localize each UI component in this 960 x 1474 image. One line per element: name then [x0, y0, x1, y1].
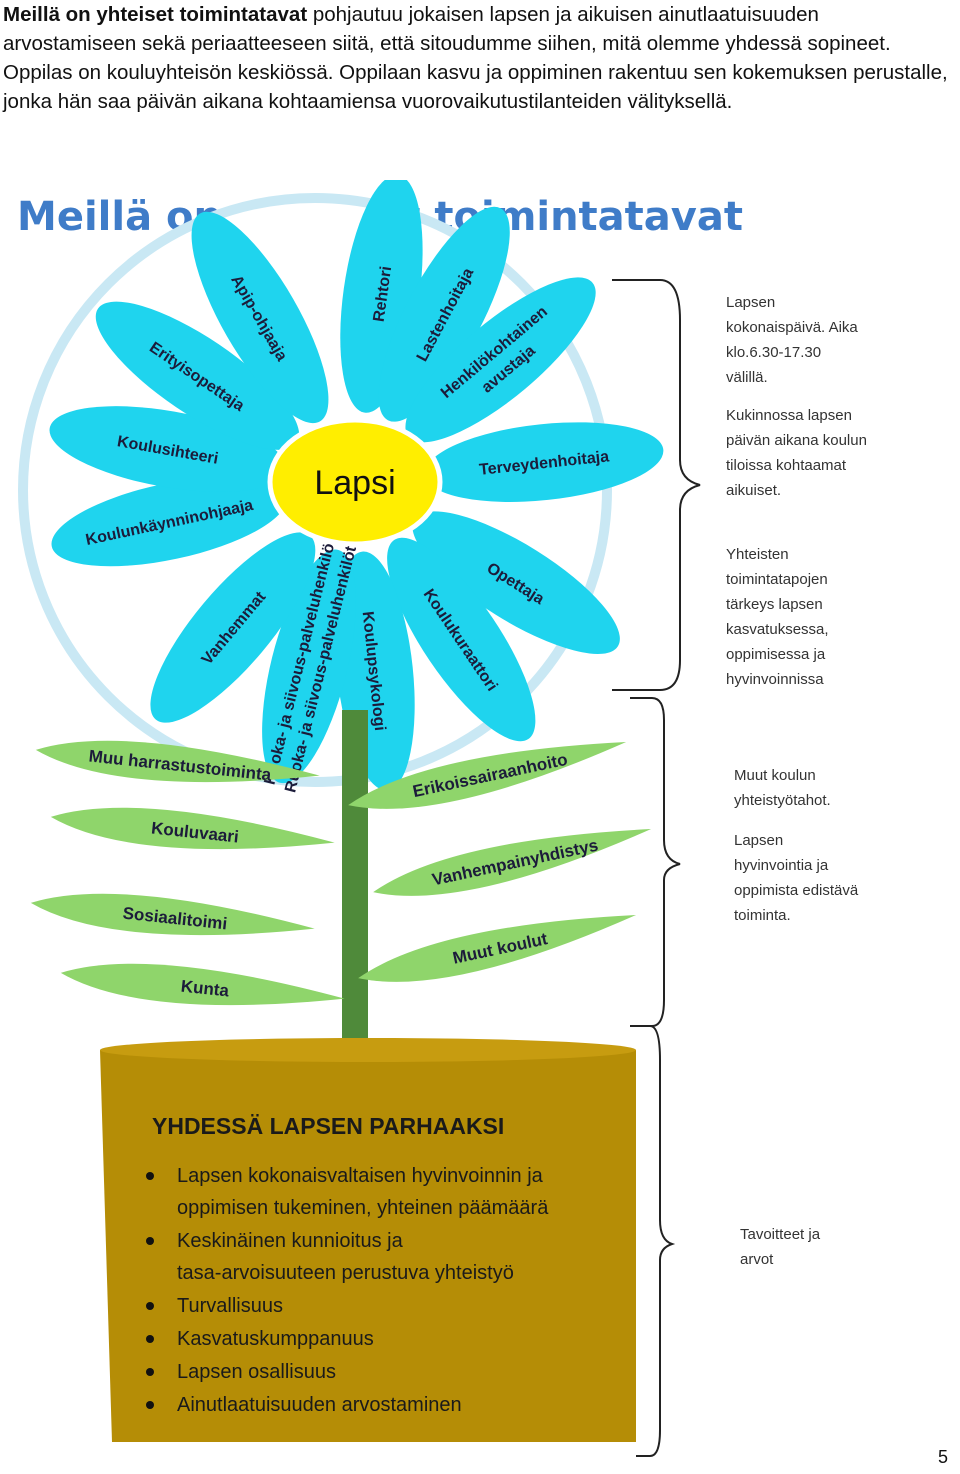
petal-shape — [262, 549, 356, 784]
leaf-shape — [35, 740, 320, 783]
petal: Koulunkäynninohjaaja — [51, 476, 287, 567]
pot-item: Turvallisuus — [177, 1295, 283, 1317]
bullet — [146, 1401, 154, 1409]
pot — [100, 1050, 636, 1442]
petal: Terveydenhoitaja — [424, 422, 664, 502]
note-flower-3: Yhteisten toimintatapojen tärkeys lapsen… — [726, 546, 829, 688]
center-label: Lapsi — [314, 464, 395, 502]
petal-shape — [387, 537, 536, 742]
leaf-shape — [60, 963, 345, 1006]
petal-shape — [424, 422, 664, 502]
bullet — [146, 1237, 154, 1245]
brace-leaves — [630, 697, 681, 1027]
leaf: Kouluvaari — [50, 807, 335, 850]
bullet — [146, 1335, 154, 1343]
flower-center — [267, 417, 443, 547]
leaf-shape — [348, 741, 627, 809]
note-leaves-2: Lapsen hyvinvointia ja oppimista edistäv… — [734, 832, 859, 924]
petal: Apip-ohjaaja — [191, 211, 329, 424]
bullet — [146, 1368, 154, 1376]
leaf: Vanhempainyhdistys — [373, 828, 652, 896]
pot-item: Keskinäinen kunnioitus ja — [177, 1230, 404, 1252]
leaf: Kunta — [60, 963, 345, 1006]
note-flower-2: Kukinnossa lapsen päivän aikana koulun t… — [726, 407, 867, 499]
brace-pot — [636, 1025, 676, 1457]
page-number: 5 — [937, 1447, 948, 1467]
leaf: Muut koulut — [358, 914, 637, 982]
petal-shape — [51, 476, 287, 567]
pot-list: Lapsen kokonaisvaltaisen hyvinvoinnin ja… — [146, 1165, 549, 1416]
bullet — [146, 1302, 154, 1310]
leaf-shape — [30, 893, 315, 936]
pot-item: Lapsen osallisuus — [177, 1361, 336, 1383]
note-pot-1: Tavoitteet ja arvot — [740, 1226, 821, 1268]
intro-paragraph: Meillä on yhteiset toimintatavat pohjaut… — [3, 0, 948, 116]
pot-title: YHDESSÄ LAPSEN PARHAAKSI — [152, 1113, 504, 1139]
petal-shape — [405, 277, 596, 443]
leaf-label: Kunta — [180, 977, 230, 1001]
pot-item: oppimisen tukeminen, yhteinen päämäärä — [177, 1197, 549, 1219]
petal-shape — [150, 532, 316, 723]
bullet — [146, 1172, 154, 1180]
leaf-shape — [373, 828, 652, 896]
petal-shape — [95, 301, 300, 450]
note-flower-1: Lapsen kokonaispäivä. Aika klo.6.30-17.3… — [726, 294, 858, 386]
petal-shape — [412, 511, 620, 654]
pot-rim — [100, 1038, 636, 1062]
pot-item: tasa-arvoisuuteen perustuva yhteistyö — [177, 1262, 514, 1284]
intro-bold: Meillä on yhteiset toimintatavat — [3, 3, 308, 26]
leaf-shape — [50, 807, 335, 850]
stem — [342, 710, 368, 1050]
intro-text: pohjautuu jokaisen lapsen ja aikuisen ai… — [3, 3, 948, 113]
petal: Vanhemmat — [150, 532, 316, 723]
leaf: Sosiaalitoimi — [30, 893, 315, 936]
leaf-shape — [358, 914, 637, 982]
pot-item: Ainutlaatuisuuden arvostaminen — [177, 1394, 462, 1416]
petal: Opettaja — [412, 511, 620, 654]
pot-item: Lapsen kokonaisvaltaisen hyvinvoinnin ja — [177, 1165, 544, 1187]
brace-flower — [612, 279, 701, 691]
pot-item: Kasvatuskumppanuus — [177, 1328, 374, 1350]
flower-diagram: Meillä on yhteiset toimintatavat Rehtori… — [17, 180, 743, 1457]
petal-shape — [378, 206, 510, 422]
petal-shape — [191, 211, 329, 424]
note-leaves-1: Muut koulun yhteistyötahot. — [734, 767, 831, 809]
